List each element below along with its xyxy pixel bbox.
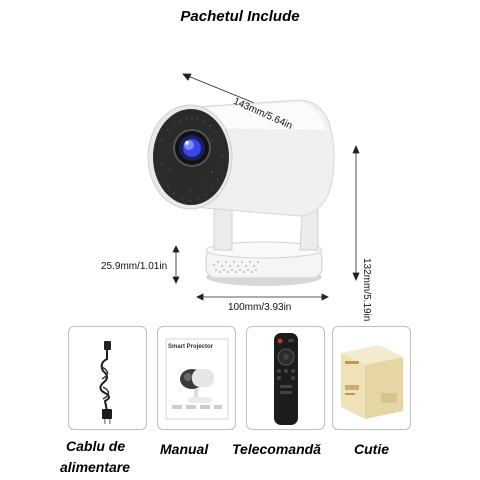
power-cable-icon — [99, 341, 112, 424]
manual-icon — [165, 338, 229, 420]
dimension-base-width-label: 100mm/3.93in — [228, 302, 292, 313]
caption-remote: Telecomandă — [232, 441, 321, 457]
projector-base — [205, 241, 323, 286]
remote-control-icon — [274, 333, 298, 425]
caption-manual: Manual — [160, 441, 209, 457]
dimension-height-label: 132mm/5.19in — [361, 258, 372, 322]
card-box — [332, 326, 411, 430]
card-power-cable — [68, 326, 147, 430]
caption-power-cable-line1: Cablu de — [66, 438, 126, 454]
projector-illustration — [147, 73, 360, 301]
card-remote — [246, 326, 325, 430]
projector-body — [147, 99, 335, 217]
page-title: Pachetul Include — [180, 8, 300, 25]
dimension-base-height-label: 25.9mm/1.01in — [101, 261, 168, 272]
caption-box: Cutie — [354, 441, 389, 457]
manual-doc-title: Smart Projector — [168, 344, 214, 350]
caption-power-cable-line2: alimentare — [60, 459, 131, 475]
package-box-icon — [341, 345, 403, 419]
card-manual: Smart Projector — [157, 326, 236, 430]
